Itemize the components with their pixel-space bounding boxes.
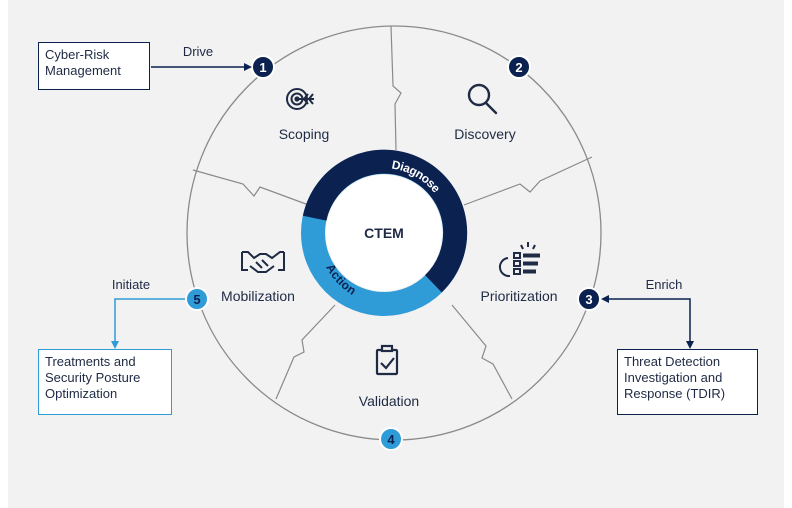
svg-text:2: 2 [515,60,522,75]
drive-arrow [151,63,252,71]
initiate-arrow-label: Initiate [112,277,150,292]
stage-badge-1: 1 [251,55,275,79]
tdir-box: Threat Detection Investigation and Respo… [617,349,758,415]
stage-label-mobilization: Mobilization [221,288,295,304]
clipboard-check-icon [375,344,399,376]
svg-text:1: 1 [259,60,266,75]
handshake-icon [241,251,285,273]
enrich-arrow [601,295,694,349]
treatments-text: Treatments and Security Posture Optimiza… [45,354,141,401]
center-disc [326,175,442,291]
priority-list-icon [499,242,540,278]
svg-text:5: 5 [193,292,200,307]
stage-badge-4: 4 [379,427,403,451]
stage-badge-5: 5 [185,287,209,311]
stage-label-prioritization: Prioritization [480,288,557,304]
diagnose-ring [302,149,468,293]
stage-label-discovery: Discovery [454,126,515,142]
tdir-text: Threat Detection Investigation and Respo… [624,354,726,401]
center-title: CTEM [364,225,404,241]
svg-text:3: 3 [585,292,592,307]
divider-scoping-discovery [390,25,402,151]
cyber-risk-management-text: Cyber-Risk Management [45,47,121,78]
stage-label-scoping: Scoping [279,126,330,142]
stage-badge-2: 2 [507,55,531,79]
divider-prioritization-validation [451,304,513,400]
svg-text:4: 4 [387,432,395,447]
cyber-risk-management-box: Cyber-Risk Management [38,42,150,90]
magnifier-icon [467,83,498,115]
target-icon [286,88,314,110]
divider-validation-mobilization [275,304,336,400]
enrich-arrow-label: Enrich [646,277,683,292]
divider-discovery-prioritization [463,156,593,206]
divider-mobilization-scoping [192,169,315,208]
initiate-arrow [111,298,185,349]
drive-arrow-label: Drive [183,44,213,59]
stage-label-validation: Validation [359,393,419,409]
stage-badge-3: 3 [577,287,601,311]
treatments-box: Treatments and Security Posture Optimiza… [38,349,172,415]
